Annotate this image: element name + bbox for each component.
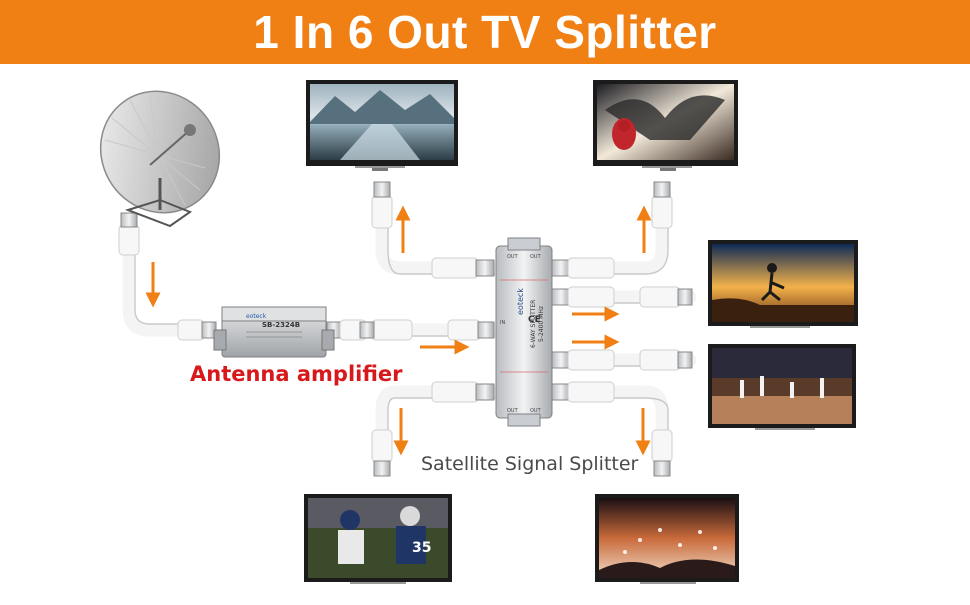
cable-splitter-tv2 xyxy=(545,188,669,275)
connectors xyxy=(118,181,693,477)
tv-bottom-left: 35 xyxy=(304,494,452,584)
svg-text:CE: CE xyxy=(528,315,541,325)
amplifier-model: SB-2324B xyxy=(262,321,300,329)
tv-top-right xyxy=(593,80,738,171)
tv-right-upper xyxy=(708,240,858,328)
splitter-brand: eoteck xyxy=(516,288,525,315)
port-label: OUT xyxy=(507,408,519,414)
six-way-splitter: eoteck 6-WAY SPLITTER 5-2400 MHz OUT OUT… xyxy=(495,237,553,427)
port-label: OUT xyxy=(530,408,542,414)
splitter-label: Satellite Signal Splitter xyxy=(421,453,639,475)
tv-right-lower xyxy=(708,344,856,430)
diagram-scene: eoteck SB-2324B eoteck 6-WAY SPLITTER 5-… xyxy=(0,64,970,600)
cable-splitter-tv5 xyxy=(375,385,502,469)
port-label: OUT xyxy=(507,254,519,260)
input-label: IN xyxy=(500,320,505,326)
svg-text:eoteck: eoteck xyxy=(246,313,267,320)
tv-top-left xyxy=(306,80,458,171)
port-label: OUT xyxy=(530,254,542,260)
svg-text:35: 35 xyxy=(412,540,431,556)
page-title: 1 In 6 Out TV Splitter xyxy=(253,6,717,58)
title-banner: 1 In 6 Out TV Splitter xyxy=(0,0,970,64)
antenna-amplifier: eoteck SB-2324B xyxy=(213,306,335,358)
cable-dish-amplifier xyxy=(122,238,205,337)
satellite-dish-icon xyxy=(99,90,221,228)
signal-arrows xyxy=(145,205,652,456)
splitter-range: 5-2400 MHz xyxy=(538,306,545,342)
splitter-name: 6-WAY SPLITTER xyxy=(530,300,537,348)
splitter-diagram: eoteck SB-2324B eoteck 6-WAY SPLITTER 5-… xyxy=(99,80,858,584)
tv-bottom-right xyxy=(595,494,739,584)
cable-splitter-tv1 xyxy=(375,188,502,275)
cable-splitter-tv6 xyxy=(545,385,669,469)
amplifier-label: Antenna amplifier xyxy=(190,362,403,386)
